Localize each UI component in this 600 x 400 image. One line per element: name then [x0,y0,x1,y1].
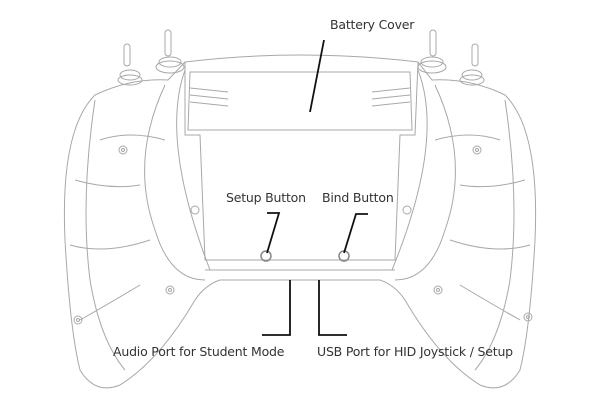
vent-slots-right [371,87,411,107]
setup-button-marker [260,212,281,262]
audio-port-leader [262,280,291,336]
bind-button-marker [338,213,368,262]
battery-cover-leader [309,39,325,113]
usb-port-leader [318,280,347,336]
controller-body [63,54,537,389]
screws [73,145,533,325]
left-toggle-switches [117,29,185,86]
setup-button-label: Setup Button [226,190,306,205]
bind-button-label: Bind Button [322,190,394,205]
vent-slots-left [189,87,229,107]
battery-cover-label: Battery Cover [330,17,415,32]
audio-port-label: Audio Port for Student Mode [113,344,285,359]
usb-port-label: USB Port for HID Joystick / Setup [317,344,513,359]
right-toggle-switches [417,29,485,86]
